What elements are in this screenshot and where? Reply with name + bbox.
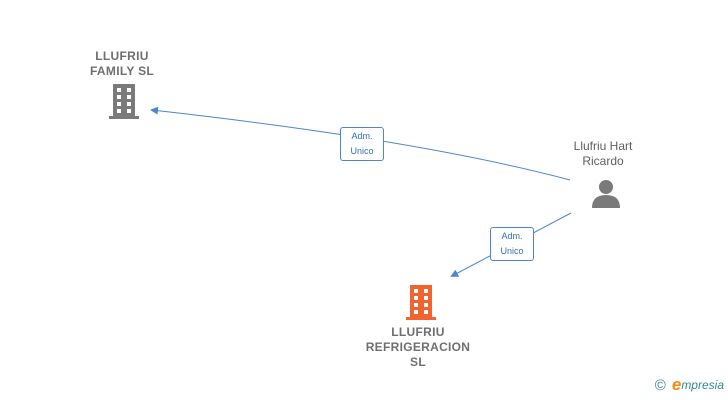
company-name-line-2: REFRIGERACION: [365, 340, 471, 354]
empresia-logo: © e mpresia: [655, 375, 724, 395]
company-name-line-2: FAMILY SL: [89, 64, 155, 78]
company-name-line-3: SL: [410, 355, 426, 369]
building-icon-highlighted[interactable]: [406, 285, 436, 320]
person-name-line-2: Ricardo: [582, 154, 624, 168]
edge-label-line-1: Adm.: [501, 231, 523, 241]
edge-label-line-2: Unico: [500, 246, 524, 256]
person-label-llufriu-hart-ricardo[interactable]: Llufriu Hart Ricardo: [553, 139, 653, 169]
company-label-llufriu-family[interactable]: LLUFRIU FAMILY SL: [72, 49, 172, 79]
person-icon[interactable]: [591, 178, 621, 208]
copyright-icon: ©: [654, 376, 666, 394]
edge-label-adm-unico-1[interactable]: Adm. Unico: [340, 127, 384, 161]
brand-name: mpresia: [681, 378, 724, 392]
edge-label-line-1: Adm.: [351, 131, 373, 141]
edge-label-adm-unico-2[interactable]: Adm. Unico: [490, 227, 534, 261]
edge-person-to-family: [150, 106, 571, 181]
brand-initial: e: [671, 375, 682, 394]
edge-label-line-2: Unico: [350, 146, 374, 156]
person-name-line-1: Llufriu Hart: [573, 139, 633, 153]
company-name-line-1: LLUFRIU: [95, 49, 149, 63]
company-label-llufriu-refrigeracion[interactable]: LLUFRIU REFRIGERACION SL: [358, 325, 478, 370]
company-name-line-1: LLUFRIU: [391, 325, 445, 339]
building-icon[interactable]: [109, 84, 139, 119]
